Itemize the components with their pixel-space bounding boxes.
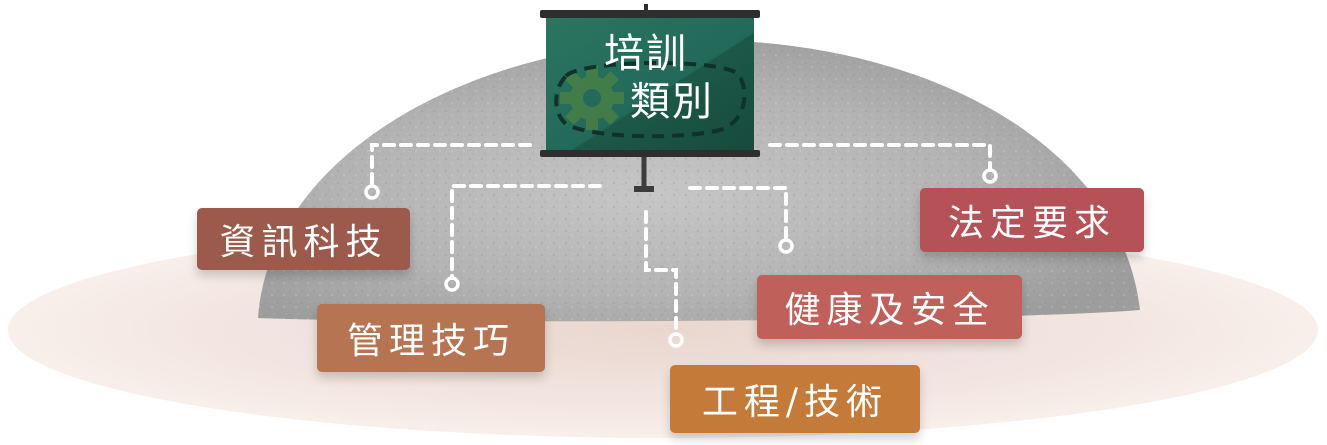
connector-nodes [364, 168, 998, 348]
board-title-line1: 培訓 [604, 31, 688, 77]
category-legal[interactable]: 法定要求 [920, 188, 1144, 252]
category-health-safety[interactable]: 健康及安全 [757, 275, 1022, 339]
connector-lines [370, 143, 992, 336]
category-management[interactable]: 管理技巧 [317, 304, 545, 372]
category-engineering[interactable]: 工程/技術 [670, 365, 920, 433]
category-it[interactable]: 資訊科技 [197, 208, 410, 270]
gear-icon [560, 66, 624, 130]
title-dashed-oval [554, 61, 747, 139]
board-title-line2: 類別 [630, 79, 714, 125]
board-title: 培訓 類別 [560, 30, 750, 126]
